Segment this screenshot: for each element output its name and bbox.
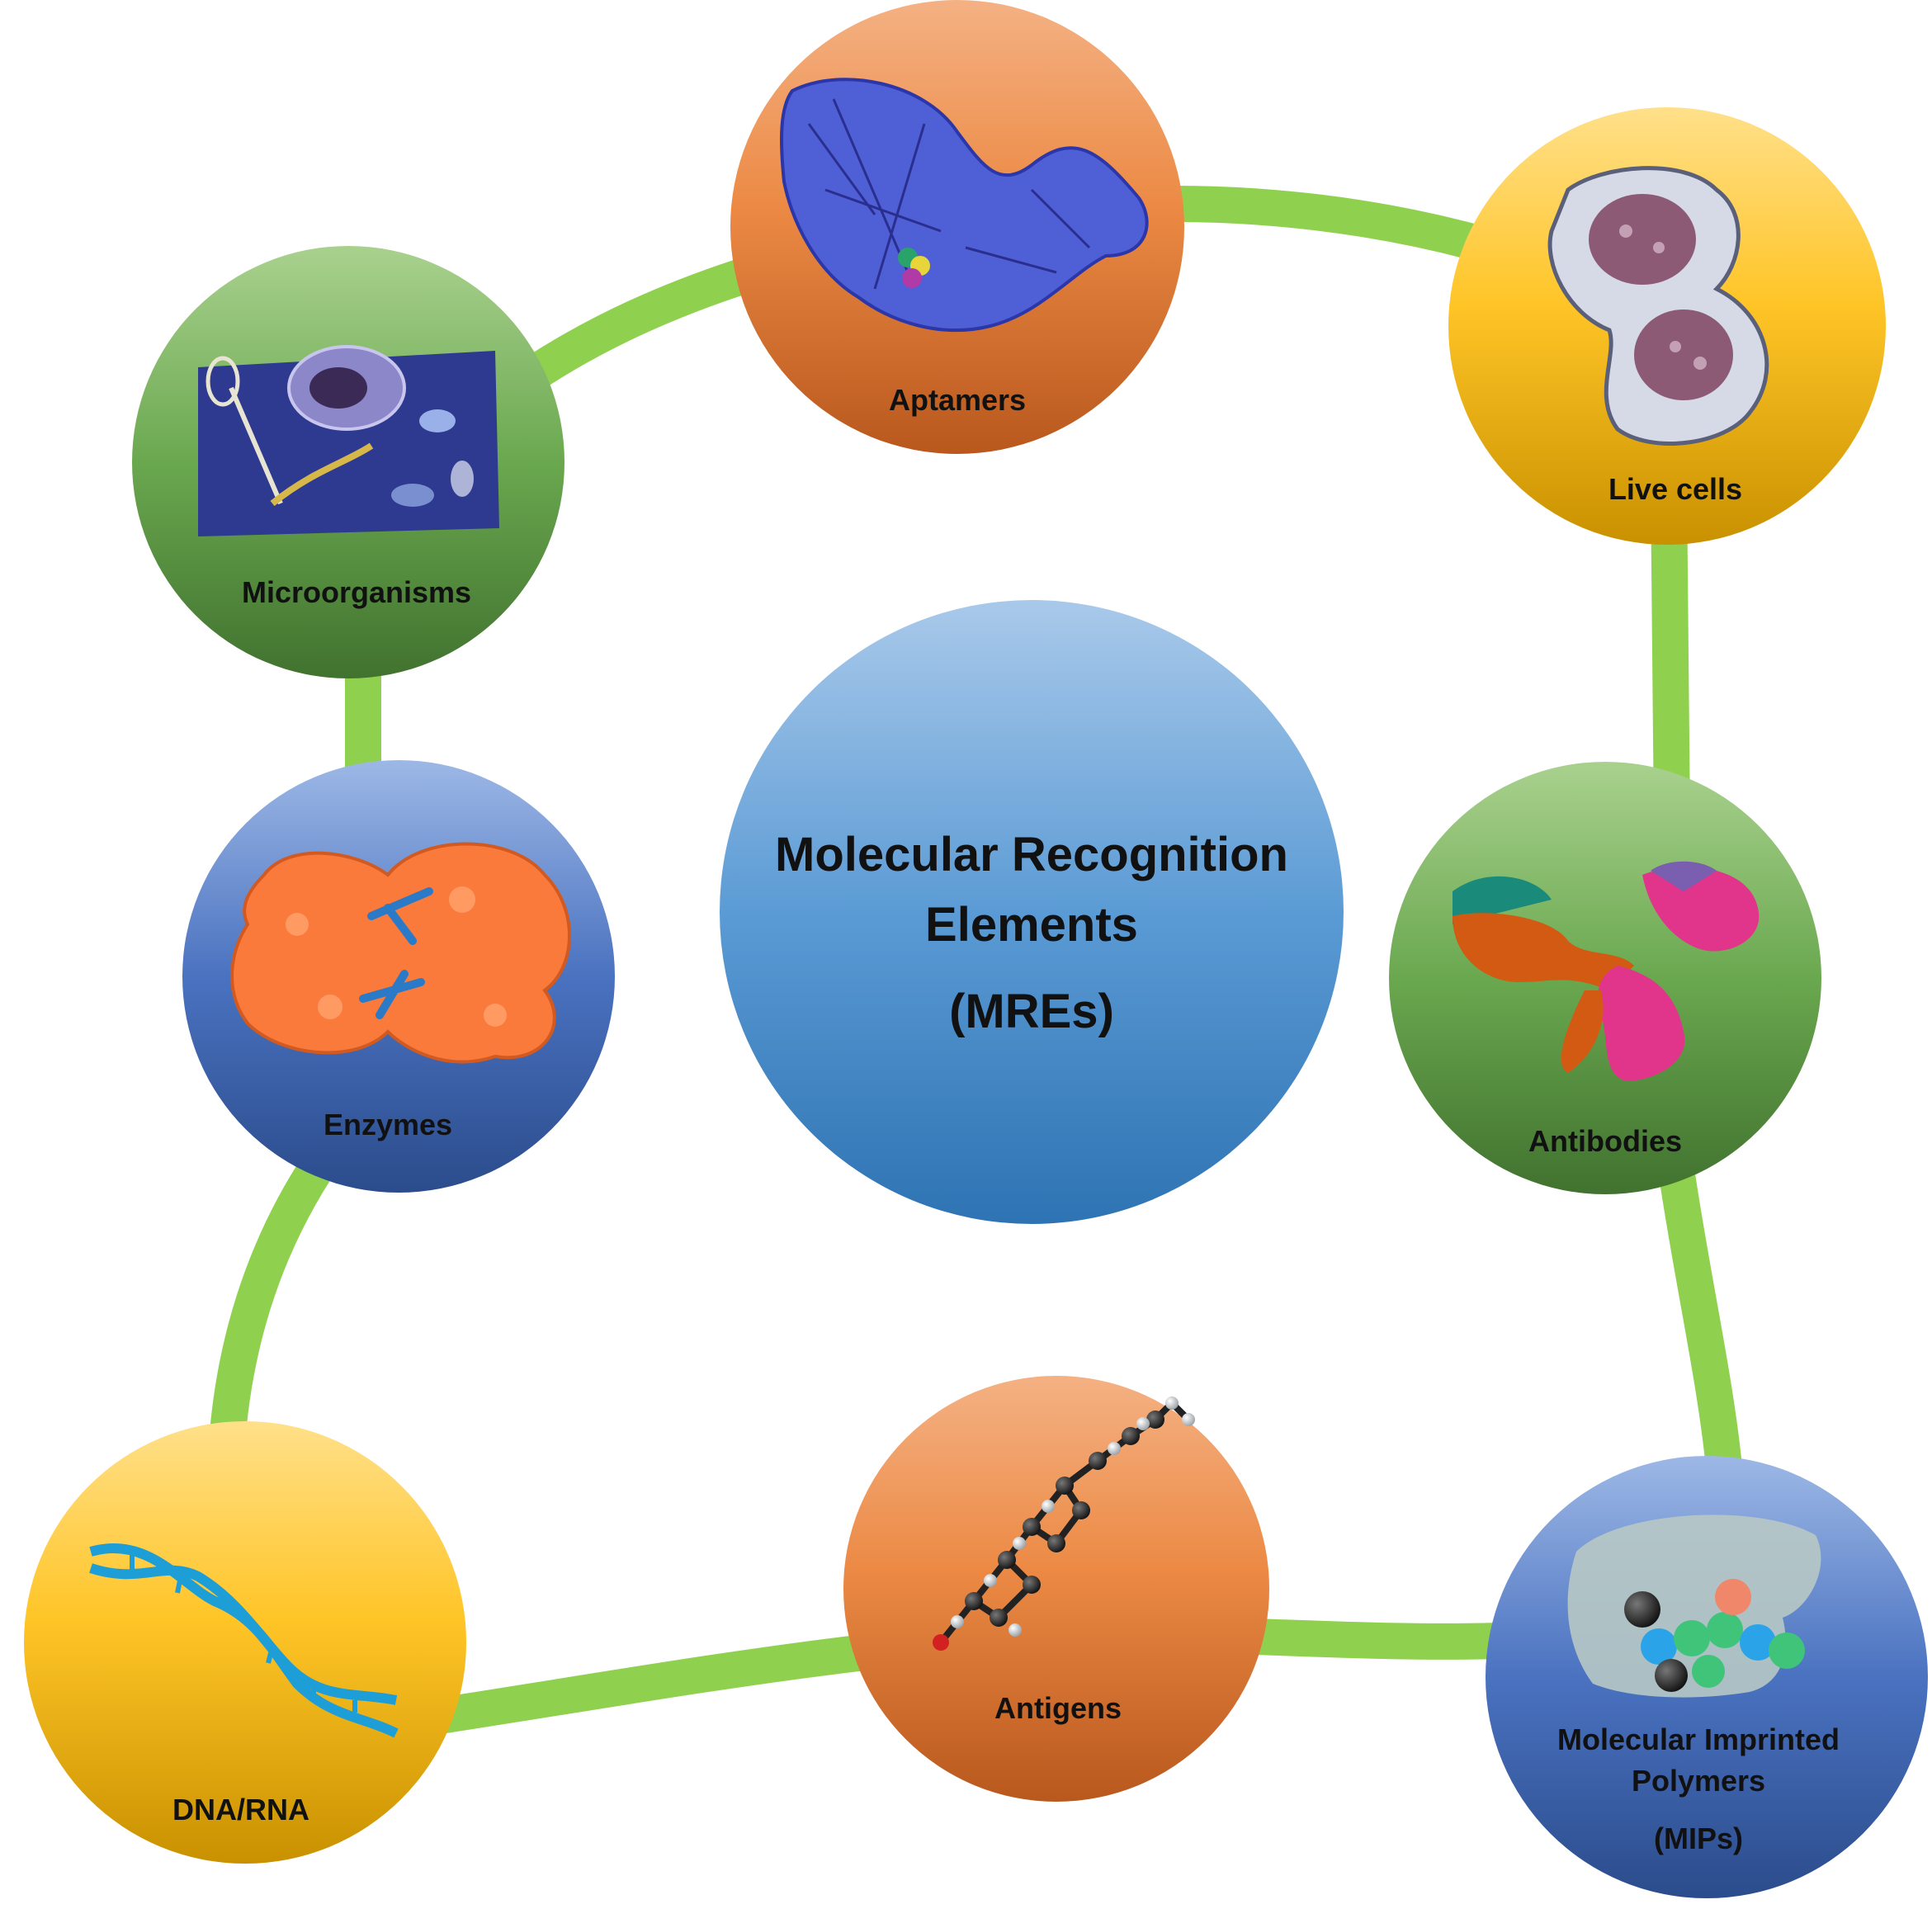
label-mips-line2: Polymers (1632, 1764, 1765, 1798)
label-antibodies: Antibodies (1528, 1124, 1682, 1158)
label-live-cells: Live cells (1608, 472, 1742, 506)
molecule-ball-stick-icon (933, 1396, 1195, 1651)
node-mips: Molecular Imprinted Polymers (MIPs) (1486, 1456, 1928, 1898)
aptamer-protein-surface-icon (780, 78, 1149, 333)
dna-double-helix-icon (89, 1543, 399, 1738)
node-enzymes: Enzymes (182, 760, 615, 1193)
label-enzymes: Enzymes (324, 1108, 452, 1141)
label-mips-line1: Molecular Imprinted (1557, 1722, 1840, 1756)
enzyme-protein-icon (230, 842, 571, 1064)
node-antigens: Antigens (843, 1376, 1269, 1802)
imprinted-polymer-cavity-icon (1567, 1514, 1821, 1698)
center-title-line1: Molecular Recognition (775, 828, 1288, 881)
cell-micrograph-icon (1547, 166, 1769, 446)
label-dna-rna: DNA/RNA (172, 1793, 309, 1826)
node-dna-rna: DNA/RNA (24, 1421, 466, 1864)
center-title-line2: Elements (925, 898, 1138, 952)
antibody-y-shape-icon (1453, 861, 1760, 1081)
node-aptamers: Aptamers (730, 0, 1184, 454)
center-title-line3: (MREs) (949, 985, 1114, 1038)
center-node: Molecular Recognition Elements (MREs) (720, 600, 1344, 1224)
node-live-cells: Live cells (1448, 107, 1886, 545)
node-microorganisms: Microorganisms (132, 246, 564, 678)
label-microorganisms: Microorganisms (242, 575, 471, 609)
label-aptamers: Aptamers (889, 383, 1026, 417)
label-mips-line3: (MIPs) (1654, 1822, 1743, 1855)
label-antigens: Antigens (994, 1691, 1122, 1725)
node-antibodies: Antibodies (1389, 762, 1821, 1194)
bacteria-virus-icon (198, 345, 499, 536)
